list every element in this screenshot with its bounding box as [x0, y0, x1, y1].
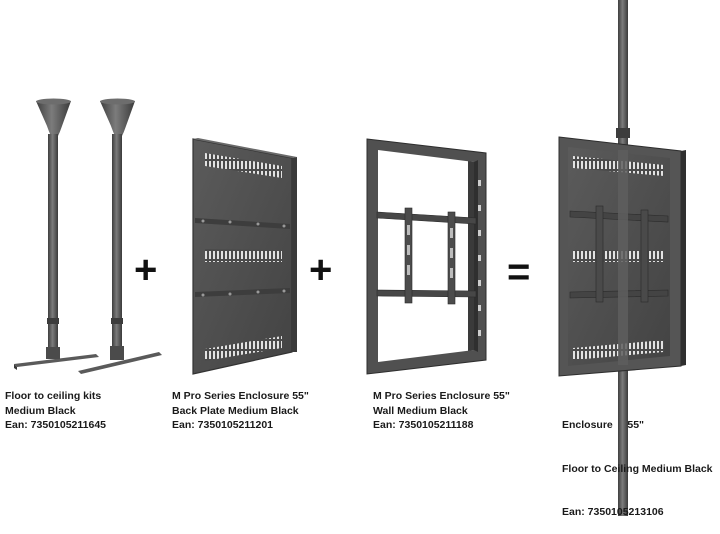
product-name-line1: Enclosure 55"	[562, 419, 645, 431]
product-name-line1: M Pro Series Enclosure 55"	[172, 390, 309, 402]
product-name-line2: Floor to Ceiling Medium Black	[562, 462, 713, 475]
product-name-line2: Medium Black	[5, 404, 76, 417]
enclosure-floor-to-ceiling-complete	[558, 0, 686, 516]
product-caption-back-plate: M Pro Series Enclosure 55" Back Plate Me…	[172, 389, 309, 433]
product-illustration	[14, 0, 686, 516]
product-ean: Ean: 7350105211645	[5, 419, 107, 431]
product-caption-complete: Enclosure 55" Floor to Ceiling Medium Bl…	[562, 389, 713, 534]
product-name-line2: Back Plate Medium Black	[172, 404, 299, 417]
product-caption-wall: M Pro Series Enclosure 55" Wall Medium B…	[373, 389, 510, 433]
product-caption-floor-kits: Floor to ceiling kits Medium Black Ean: …	[5, 389, 106, 433]
plus-sign-2: +	[309, 248, 333, 292]
floor-to-ceiling-pole-left	[14, 98, 99, 370]
product-name-line1: Floor to ceiling kits	[5, 390, 102, 402]
enclosure-back-plate	[192, 138, 297, 375]
product-ean: Ean: 7350105211201	[172, 419, 274, 431]
product-name-line1: M Pro Series Enclosure 55"	[373, 390, 510, 402]
product-ean: Ean: 7350105213106	[562, 506, 664, 518]
plus-sign-1: +	[134, 248, 158, 292]
floor-to-ceiling-pole-right	[78, 98, 162, 374]
product-name-line2: Wall Medium Black	[373, 404, 468, 417]
equals-sign: =	[507, 250, 531, 294]
enclosure-wall-frame	[366, 138, 487, 375]
product-ean: Ean: 7350105211188	[373, 419, 474, 431]
